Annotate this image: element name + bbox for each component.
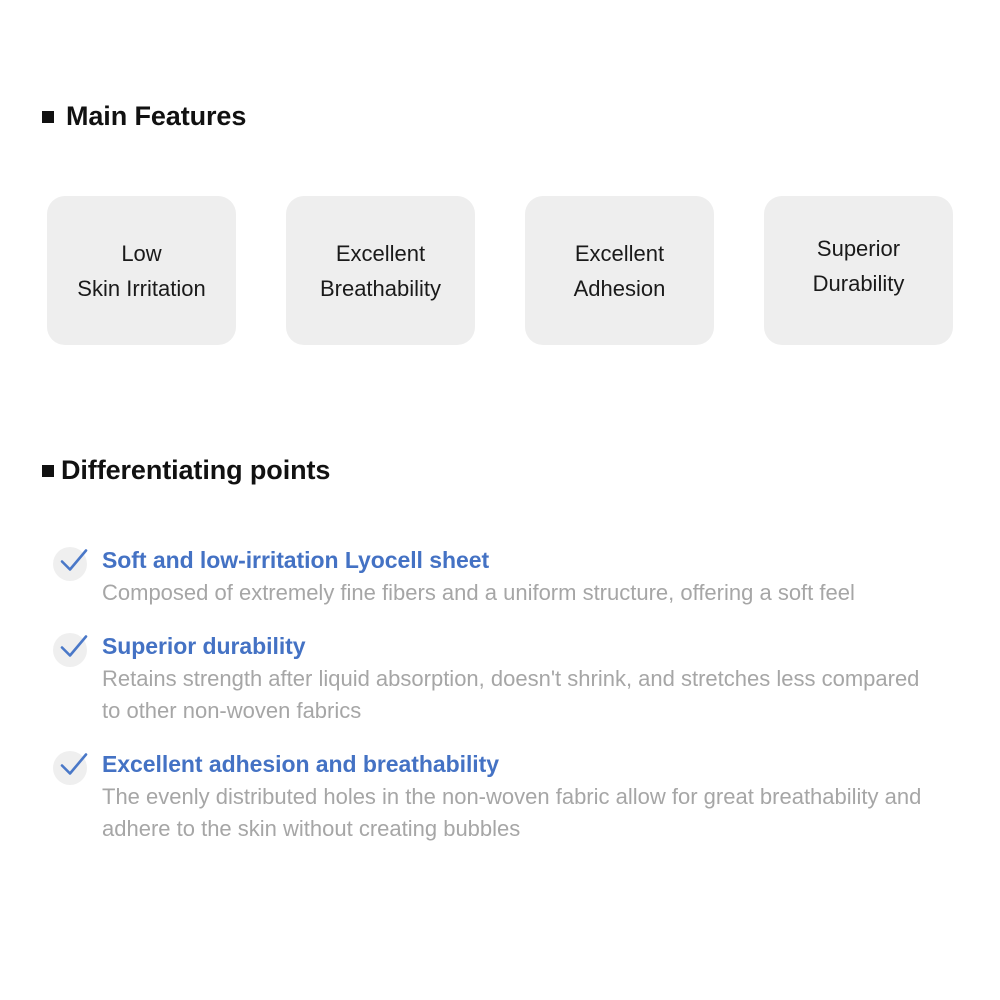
- feature-card-list: Low Skin Irritation Excellent Breathabil…: [47, 196, 953, 345]
- list-item: Excellent adhesion and breathability The…: [53, 750, 953, 845]
- check-icon: [53, 547, 88, 581]
- list-item: Superior durability Retains strength aft…: [53, 632, 953, 727]
- page-title: Main Features: [66, 101, 247, 131]
- square-bullet-icon: [42, 464, 54, 477]
- square-bullet-icon: [42, 110, 54, 123]
- check-icon-disc: [53, 547, 87, 581]
- list-item-title: Soft and low-irritation Lyocell sheet: [102, 547, 490, 573]
- differentiating-points-list: Soft and low-irritation Lyocell sheet Co…: [53, 546, 953, 845]
- list-item-text: Excellent adhesion and breathability The…: [102, 750, 953, 845]
- feature-card-label: Low Skin Irritation: [77, 240, 206, 301]
- list-item-title: Excellent adhesion and breathability: [102, 751, 499, 777]
- feature-card-excellent-adhesion[interactable]: Excellent Adhesion: [525, 196, 714, 345]
- check-icon-disc: [53, 633, 87, 667]
- list-item-title: Superior durability: [102, 633, 306, 659]
- list-item-text: Soft and low-irritation Lyocell sheet Co…: [102, 546, 953, 609]
- section-heading-differentiating-points: Differentiating points: [42, 457, 330, 484]
- list-item: Soft and low-irritation Lyocell sheet Co…: [53, 546, 953, 609]
- section-title: Differentiating points: [61, 455, 331, 485]
- section-heading-main-features: Main Features: [42, 103, 246, 130]
- feature-card-excellent-breathability[interactable]: Excellent Breathability: [286, 196, 475, 345]
- feature-card-superior-durability[interactable]: Superior Durability: [764, 196, 953, 345]
- check-icon-disc: [53, 751, 87, 785]
- feature-card-low-skin-irritation[interactable]: Low Skin Irritation: [47, 196, 236, 345]
- feature-card-label: Excellent Adhesion: [573, 240, 666, 301]
- feature-card-label: Superior Durability: [812, 235, 905, 296]
- check-icon: [53, 751, 88, 785]
- feature-card-label: Excellent Breathability: [319, 240, 442, 301]
- check-icon: [53, 633, 88, 667]
- list-item-description: The evenly distributed holes in the non-…: [102, 784, 922, 841]
- list-item-description: Retains strength after liquid absorption…: [102, 666, 920, 723]
- list-item-description: Composed of extremely fine fibers and a …: [102, 580, 855, 605]
- list-item-text: Superior durability Retains strength aft…: [102, 632, 953, 727]
